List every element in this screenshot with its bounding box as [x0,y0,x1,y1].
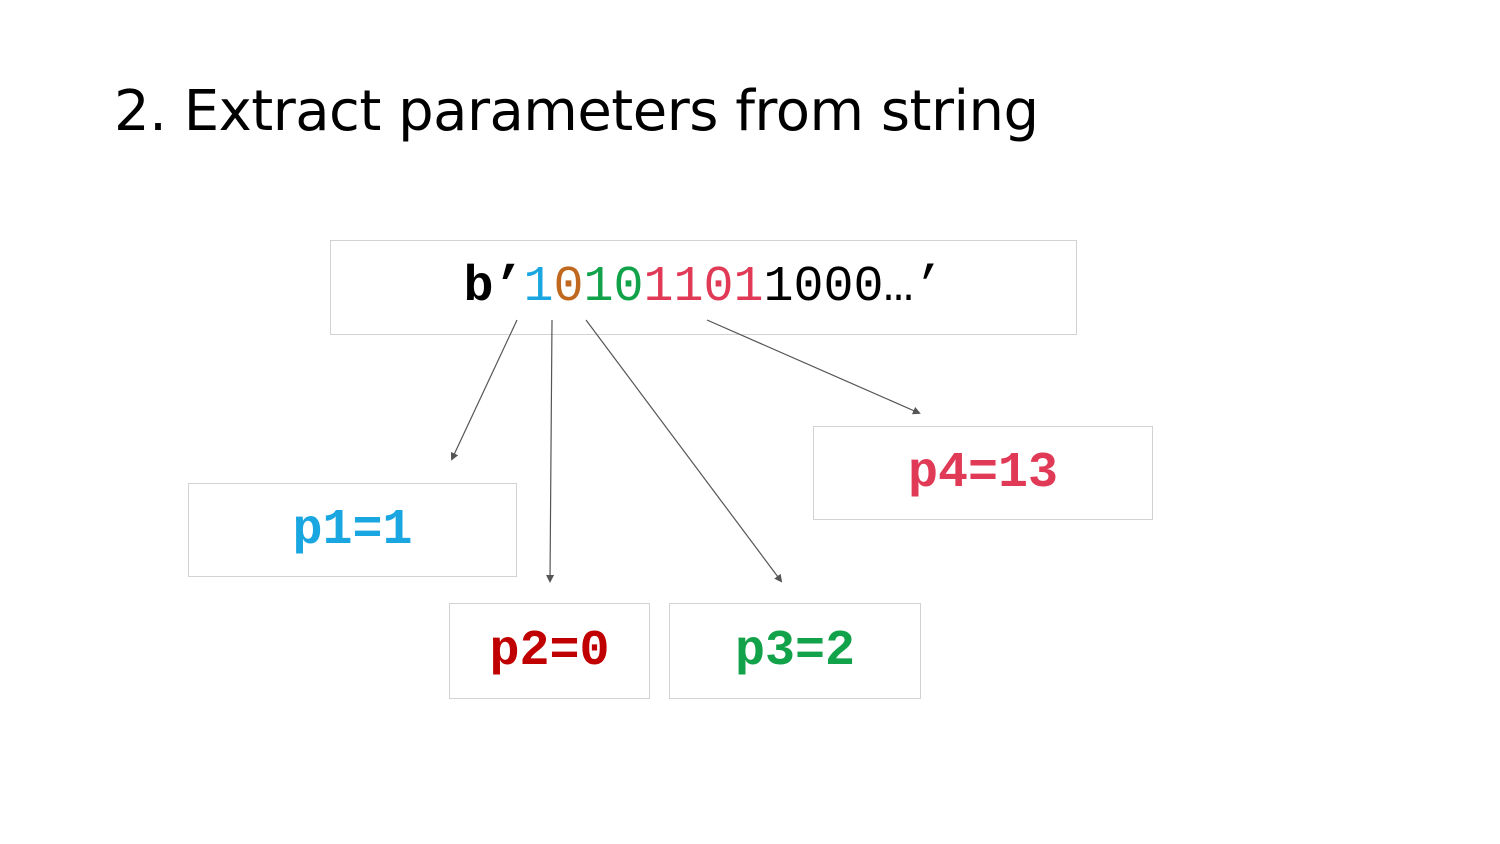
param-box-p1: p1=1 [188,483,517,577]
param-p3-value: 2 [825,622,856,680]
bit-string-rest: 1000…’ [763,259,944,316]
arrow-to-p3 [585,319,783,583]
param-p2-value: 0 [579,622,610,680]
param-box-p3: p3=2 [669,603,921,699]
bit-string-prefix: b’ [463,259,524,316]
param-p4-label: p4= [907,444,998,502]
bit-string-p1-bits: 1 [523,259,554,316]
arrow-to-p2 [546,319,555,583]
bit-string-p3-bits: 10 [583,259,644,316]
param-p1-label: p1= [292,501,383,559]
param-p3-label: p3= [734,622,825,680]
param-box-p4: p4=13 [813,426,1153,520]
slide-title: 2. Extract parameters from string [114,79,1039,144]
arrow-to-p1 [450,319,518,461]
param-box-p2: p2=0 [449,603,650,699]
bit-string-p2-bits: 0 [553,259,584,316]
bit-string-p4-bits: 1101 [643,259,764,316]
param-p4-value: 13 [998,444,1059,502]
param-p2-label: p2= [489,622,580,680]
param-p1-value: 1 [382,501,413,559]
